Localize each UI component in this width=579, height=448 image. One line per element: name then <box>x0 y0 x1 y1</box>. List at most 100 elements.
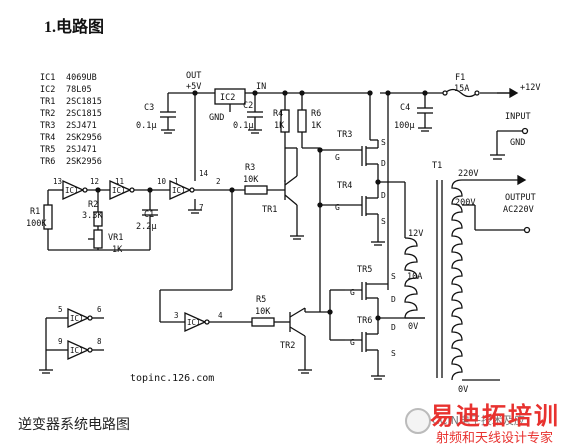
source-url: topinc.126.com <box>130 373 214 384</box>
watermark-logo-icon <box>405 408 431 434</box>
label-in: IN <box>256 82 266 92</box>
label-c2-val: 0.1μ <box>233 121 253 131</box>
label-r4-val: 1K <box>274 121 285 131</box>
label-tr1: TR1 <box>262 205 277 215</box>
label-f1: F1 <box>455 73 465 83</box>
pin-label: 8 <box>97 337 102 346</box>
diagram-caption: 逆变器系统电路图 <box>18 418 130 433</box>
tr5-g: G <box>350 288 355 297</box>
label-ic2: IC2 <box>220 93 235 103</box>
label-tr2: TR2 <box>280 341 295 351</box>
pin-label: 2 <box>216 177 221 186</box>
pin-label: 1 <box>174 177 179 186</box>
tr6-g: G <box>350 338 355 347</box>
legend-ref: IC1 <box>40 73 55 83</box>
label-r3-val: 10K <box>243 175 259 185</box>
legend-ref: TR1 <box>40 97 55 107</box>
label-r6: R6 <box>311 109 321 119</box>
label-r3: R3 <box>245 163 255 173</box>
label-c3: C3 <box>144 103 154 113</box>
tr5-s: S <box>391 272 396 281</box>
label-output-ac: AC220V <box>503 205 534 215</box>
legend-part: 2SK2956 <box>66 157 102 167</box>
gate-label: IC1 <box>65 186 79 195</box>
legend-part: 2SJ471 <box>66 145 97 155</box>
legend-part: 2SC1815 <box>66 109 102 119</box>
tr4-s: S <box>381 217 386 226</box>
label-f1-val: 15A <box>454 84 469 94</box>
label-vr1: VR1 <box>108 233 123 243</box>
label-c1: C1 <box>144 210 154 220</box>
tr4-d: D <box>381 191 386 200</box>
gate-label: IC1 <box>172 186 186 195</box>
label-c3-val: 0.1μ <box>136 121 156 131</box>
legend-ref: TR3 <box>40 121 55 131</box>
label-t1: T1 <box>432 161 442 171</box>
label-tr5: TR5 <box>357 265 372 275</box>
label-vr1-val: 1K <box>112 245 123 255</box>
pin-label: 3 <box>174 311 179 320</box>
label-tr3: TR3 <box>337 130 352 140</box>
watermark-title: 易迪拓培训 <box>430 402 560 430</box>
label-r1-val: 100K <box>26 219 47 229</box>
legend-ref: TR2 <box>40 109 55 119</box>
label-r5-val: 10K <box>255 307 271 317</box>
gate-label: IC1 <box>187 318 201 327</box>
label-c4: C4 <box>400 103 410 113</box>
label-0v-secondary: 0V <box>458 385 468 395</box>
pin-label: 11 <box>115 177 124 186</box>
label-r5: R5 <box>256 295 266 305</box>
legend-part: 4069UB <box>66 73 97 83</box>
label-out: OUT <box>186 71 201 81</box>
label-0v-primary: 0V <box>408 322 418 332</box>
label-c2: C2 <box>243 101 253 111</box>
label-output: OUTPUT <box>505 193 536 203</box>
label-r4: R4 <box>273 109 283 119</box>
tr3-d: D <box>381 159 386 168</box>
tr3-s: S <box>381 138 386 147</box>
tr3-g: G <box>335 153 340 162</box>
label-r1: R1 <box>30 207 40 217</box>
pin-label: 6 <box>97 305 102 314</box>
label-200v: 200V <box>455 198 475 208</box>
label-r2-val: 3.3K <box>82 211 103 221</box>
watermark-logo-text: CCIN电子技术及应 <box>432 414 525 427</box>
pin-label: 7 <box>199 203 204 212</box>
tr4-g: G <box>335 203 340 212</box>
watermark-subtitle: 射频和天线设计专家 <box>436 431 554 446</box>
label-r6-val: 1K <box>311 121 322 131</box>
label-tr4: TR4 <box>337 181 352 191</box>
pin-label: 12 <box>90 177 99 186</box>
label-r2: R2 <box>88 200 98 210</box>
label-12v-winding: 12V <box>408 229 423 239</box>
page-heading: 1.电路图 <box>44 19 105 36</box>
legend-ref: TR4 <box>40 133 55 143</box>
label-input: INPUT <box>505 112 531 122</box>
label-c4-val: 100μ <box>394 121 414 131</box>
label-gnd: GND <box>209 113 224 123</box>
legend-ref: TR5 <box>40 145 55 155</box>
pin-label: 9 <box>58 337 63 346</box>
legend-ref: TR6 <box>40 157 55 167</box>
pin-label: 13 <box>53 177 62 186</box>
legend-part: 2SJ471 <box>66 121 97 131</box>
label-input-gnd: GND <box>510 138 525 148</box>
label-tr6: TR6 <box>357 316 372 326</box>
gate-label: IC1 <box>70 346 84 355</box>
legend-part: 2SK2956 <box>66 133 102 143</box>
legend-part: 78L05 <box>66 85 92 95</box>
pin-label: 10 <box>157 177 167 186</box>
label-10a: 10A <box>407 272 422 282</box>
pin-label: 4 <box>218 311 223 320</box>
gate-label: IC1 <box>112 186 126 195</box>
label-220v: 220V <box>458 169 478 179</box>
legend-ref: IC2 <box>40 85 55 95</box>
pin-label: 5 <box>58 305 63 314</box>
tr6-s: S <box>391 349 396 358</box>
legend-part: 2SC1815 <box>66 97 102 107</box>
gate-label: IC1 <box>70 314 84 323</box>
tr5-d: D <box>391 295 396 304</box>
tr6-d: D <box>391 323 396 332</box>
label-12v: +12V <box>520 83 540 93</box>
